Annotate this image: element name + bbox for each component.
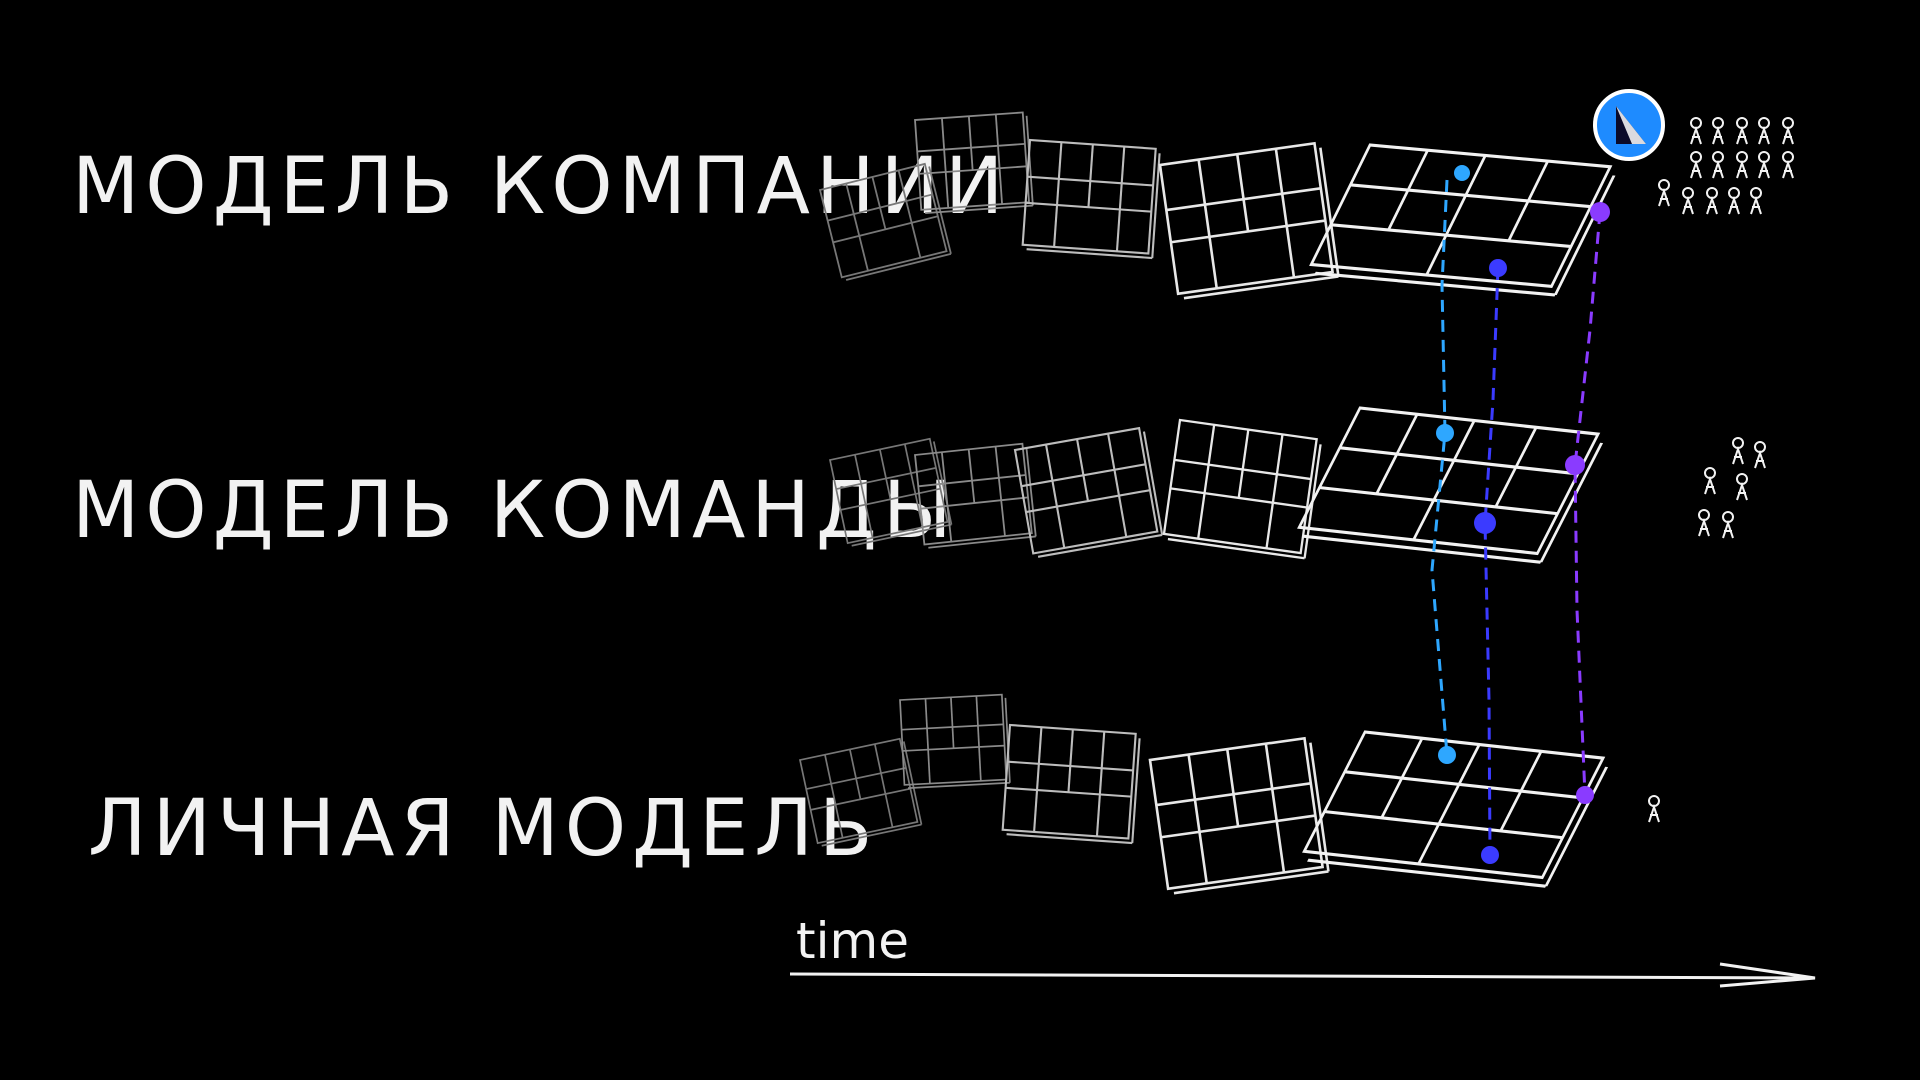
time-axis (790, 964, 1815, 986)
logo-icon (1592, 88, 1666, 162)
personal-model-history (800, 694, 1328, 893)
company-people (1659, 118, 1793, 214)
link-blue (1485, 268, 1498, 855)
company-model-history (820, 112, 1338, 299)
time-axis-label: time (796, 916, 909, 966)
link-light-blue (1432, 180, 1447, 755)
link-purple (1575, 212, 1600, 795)
team-model-history (830, 420, 1321, 558)
team-people (1699, 438, 1765, 538)
personal-people (1649, 796, 1659, 822)
